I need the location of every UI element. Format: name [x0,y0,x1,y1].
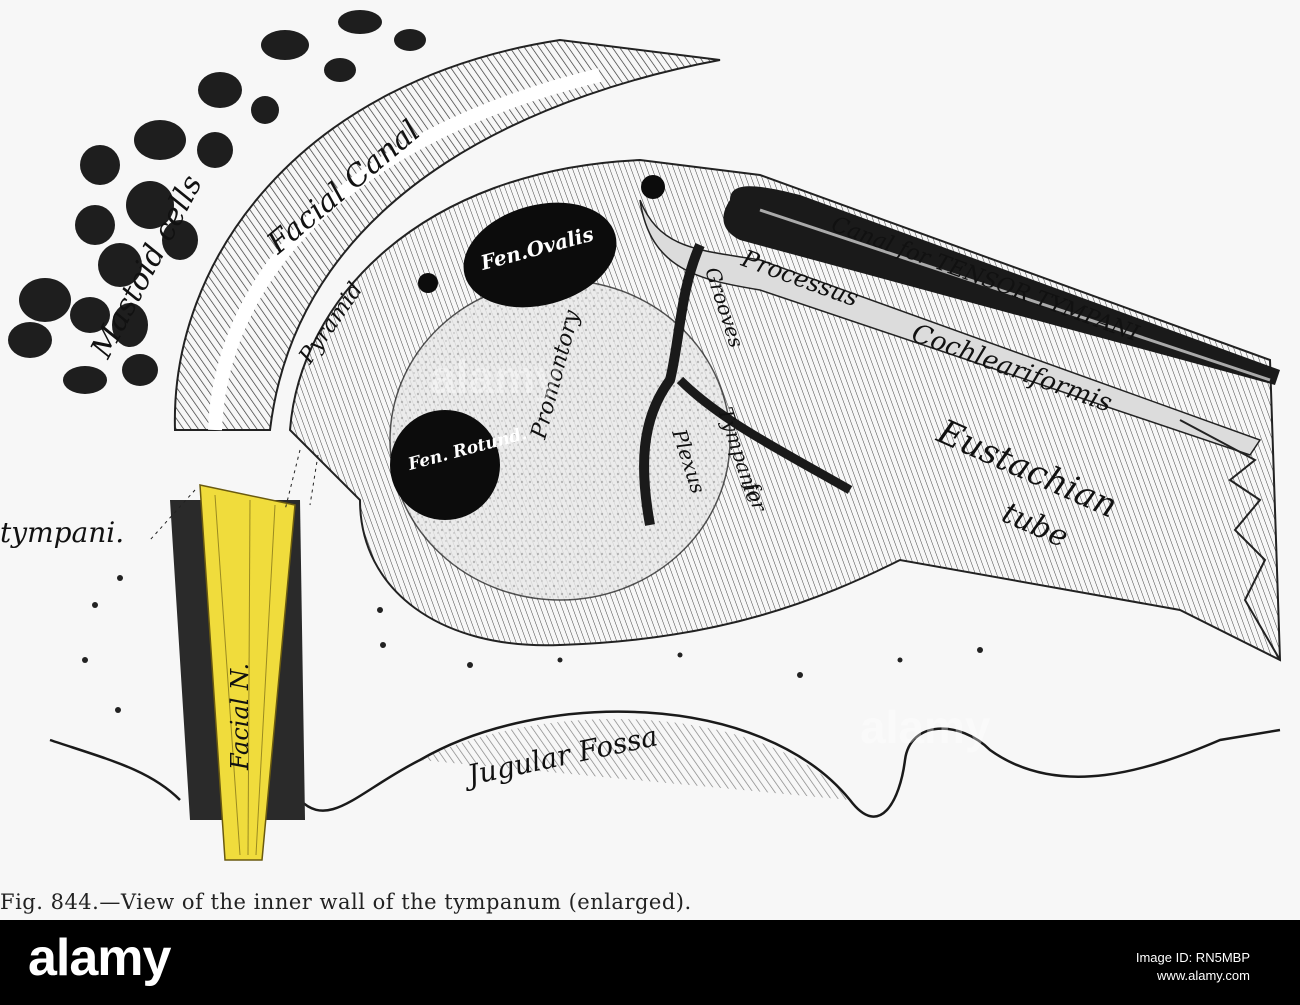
image-id-text: Image ID: RN5MBP [1135,950,1250,965]
facial-nerve [170,484,305,861]
label-chorda-tympani: tympani. [0,516,124,549]
tympanic-grooves [639,242,705,526]
tympanum-drawing: Facial Canal Mastoid cells Fen.Ovalis Py… [0,10,1282,861]
fenestra-ovalis [463,202,617,308]
fenestra-rotunda [390,410,500,520]
watermark: alamy [430,351,561,403]
label-facial-n: Facial N. [226,663,254,771]
anatomical-illustration: Facial Canal Mastoid cells Fen.Ovalis Py… [0,10,1282,914]
watermark-2: alamy [860,701,991,753]
site-url-text: www.alamy.com [1157,968,1250,983]
facial-canal-band [173,38,721,431]
stock-footer-bar [0,920,1300,1005]
pyramid-opening [418,273,438,293]
jugular-fossa-outline [49,710,1281,818]
figure-caption: Fig. 844.—View of the inner wall of the … [0,890,692,914]
alamy-logo: alamy [28,929,171,987]
tensor-tympani-canal [723,186,1280,385]
mastoid-cells-region [8,10,426,394]
